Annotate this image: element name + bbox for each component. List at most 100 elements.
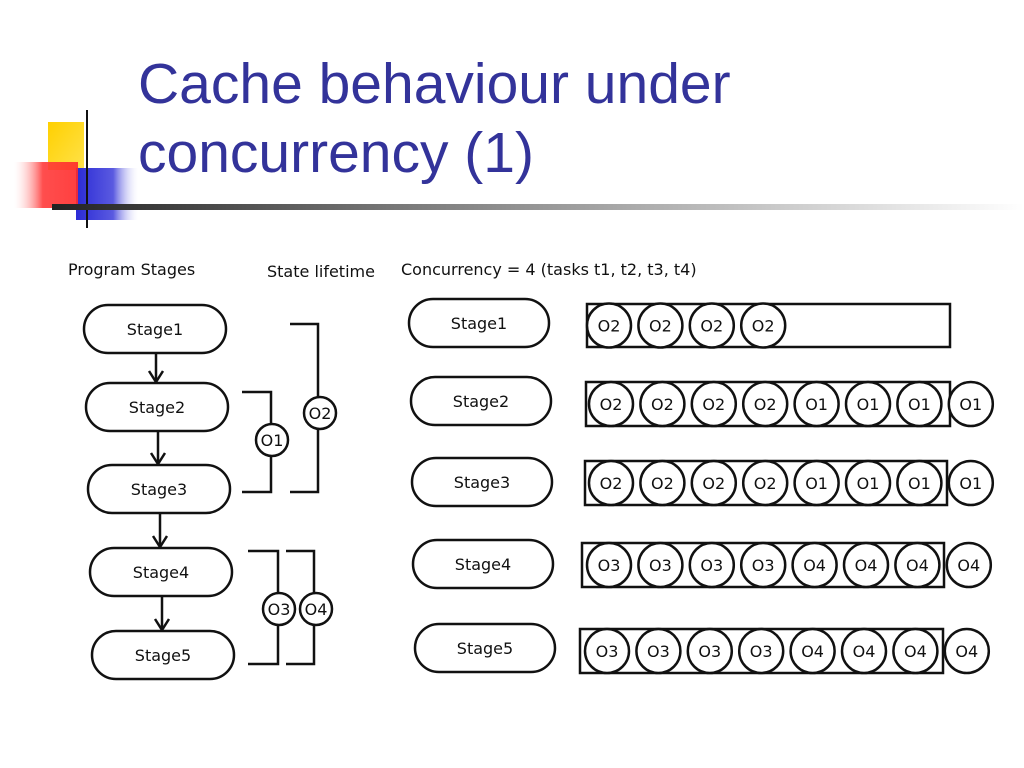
task-object-circle [947,459,995,507]
left-stage-label: Stage1 [127,320,183,339]
task-object-circle [739,302,787,349]
task-object-circle [690,380,738,428]
task-object-circle [741,380,789,428]
task-object-circle [739,541,787,589]
task-object-label: O4 [801,642,824,661]
concurrency-stage-label: Stage5 [457,639,513,658]
left-stage-box [90,629,236,681]
task-object-circle [896,459,943,507]
lifetime-o4-label: O4 [305,600,328,619]
task-object-label: O3 [752,556,775,575]
lifetime-o1-label: O1 [261,431,284,450]
task-object-circle [894,541,941,589]
task-object-circle [587,380,635,428]
task-object-label: O1 [857,395,880,414]
concurrency-stage-box [413,622,557,674]
concurrency-stage-label: Stage3 [454,473,510,492]
task-object-circle [585,302,633,349]
title-rule [52,204,1024,210]
task-object-label: O4 [803,556,826,575]
title-line-2: concurrency (1) [138,121,534,185]
task-object-circle [585,541,633,589]
task-object-label: O2 [754,474,777,493]
lifetime-o2-circle [302,395,338,431]
lifetime-o1-circle [254,422,290,458]
header-state-lifetime: State lifetime [267,262,375,281]
left-stage-label: Stage3 [131,480,187,499]
task-object-circle [690,459,738,507]
task-object-circle [688,541,736,589]
task-object-circle [639,380,686,428]
left-stage-label: Stage2 [129,398,185,417]
task-object-label: O1 [908,474,931,493]
task-object-circle [943,627,991,675]
task-object-label: O2 [598,317,621,336]
task-object-circle [842,541,890,589]
task-object-label: O2 [702,474,725,493]
task-object-circle [840,627,888,675]
task-object-label: O2 [700,317,723,336]
logo-red-square [14,162,78,208]
task-object-label: O3 [698,642,721,661]
task-object-label: O3 [700,556,723,575]
task-object-label: O4 [904,642,927,661]
task-object-label: O1 [959,395,982,414]
task-object-label: O4 [906,556,929,575]
task-object-label: O4 [855,556,878,575]
header-concurrency: Concurrency = 4 (tasks t1, t2, t3, t4) [401,260,697,279]
task-object-circle [947,380,995,428]
task-object-circle [637,302,684,349]
lifetime-o3-circle [261,591,297,627]
task-object-circle [793,380,840,428]
logo-blue-square [76,168,138,220]
title-line-1: Cache behaviour under [138,52,731,116]
task-object-label: O2 [754,395,777,414]
task-object-circle [896,380,943,428]
task-object-label: O2 [649,317,672,336]
task-object-circle [741,459,789,507]
task-object-label: O2 [702,395,725,414]
task-object-label: O2 [752,317,775,336]
task-object-circle [637,541,684,589]
task-object-label: O2 [651,395,674,414]
task-object-circle [639,459,686,507]
task-object-label: O3 [598,556,621,575]
lifetime-o4-circle [298,591,334,627]
task-object-circle [793,459,840,507]
concurrency-stage-box [411,538,555,590]
task-object-label: O4 [955,642,978,661]
slide-logo [14,110,138,228]
task-object-circle [688,302,736,349]
task-object-circle [789,627,836,675]
task-object-label: O2 [600,474,623,493]
task-object-label: O3 [649,556,672,575]
task-object-label: O1 [805,474,828,493]
task-object-label: O1 [857,474,880,493]
task-object-label: O1 [805,395,828,414]
task-object-label: O4 [853,642,876,661]
task-object-circle [737,627,785,675]
task-object-label: O1 [959,474,982,493]
task-object-label: O2 [651,474,674,493]
task-object-label: O1 [908,395,931,414]
task-object-label: O4 [957,556,980,575]
task-object-circle [844,380,892,428]
concurrency-stage-box [407,297,551,349]
concurrency-stage-label: Stage1 [451,314,507,333]
task-object-circle [686,627,734,675]
task-object-circle [791,541,838,589]
task-object-circle [892,627,939,675]
concurrency-stage-label: Stage2 [453,392,509,411]
task-object-label: O3 [647,642,670,661]
lifetime-o3-label: O3 [268,600,291,619]
left-stage-label: Stage4 [133,563,189,582]
concurrency-stage-box [409,375,553,427]
task-object-circle [587,459,635,507]
left-stage-label: Stage5 [135,646,191,665]
task-object-circle [844,459,892,507]
